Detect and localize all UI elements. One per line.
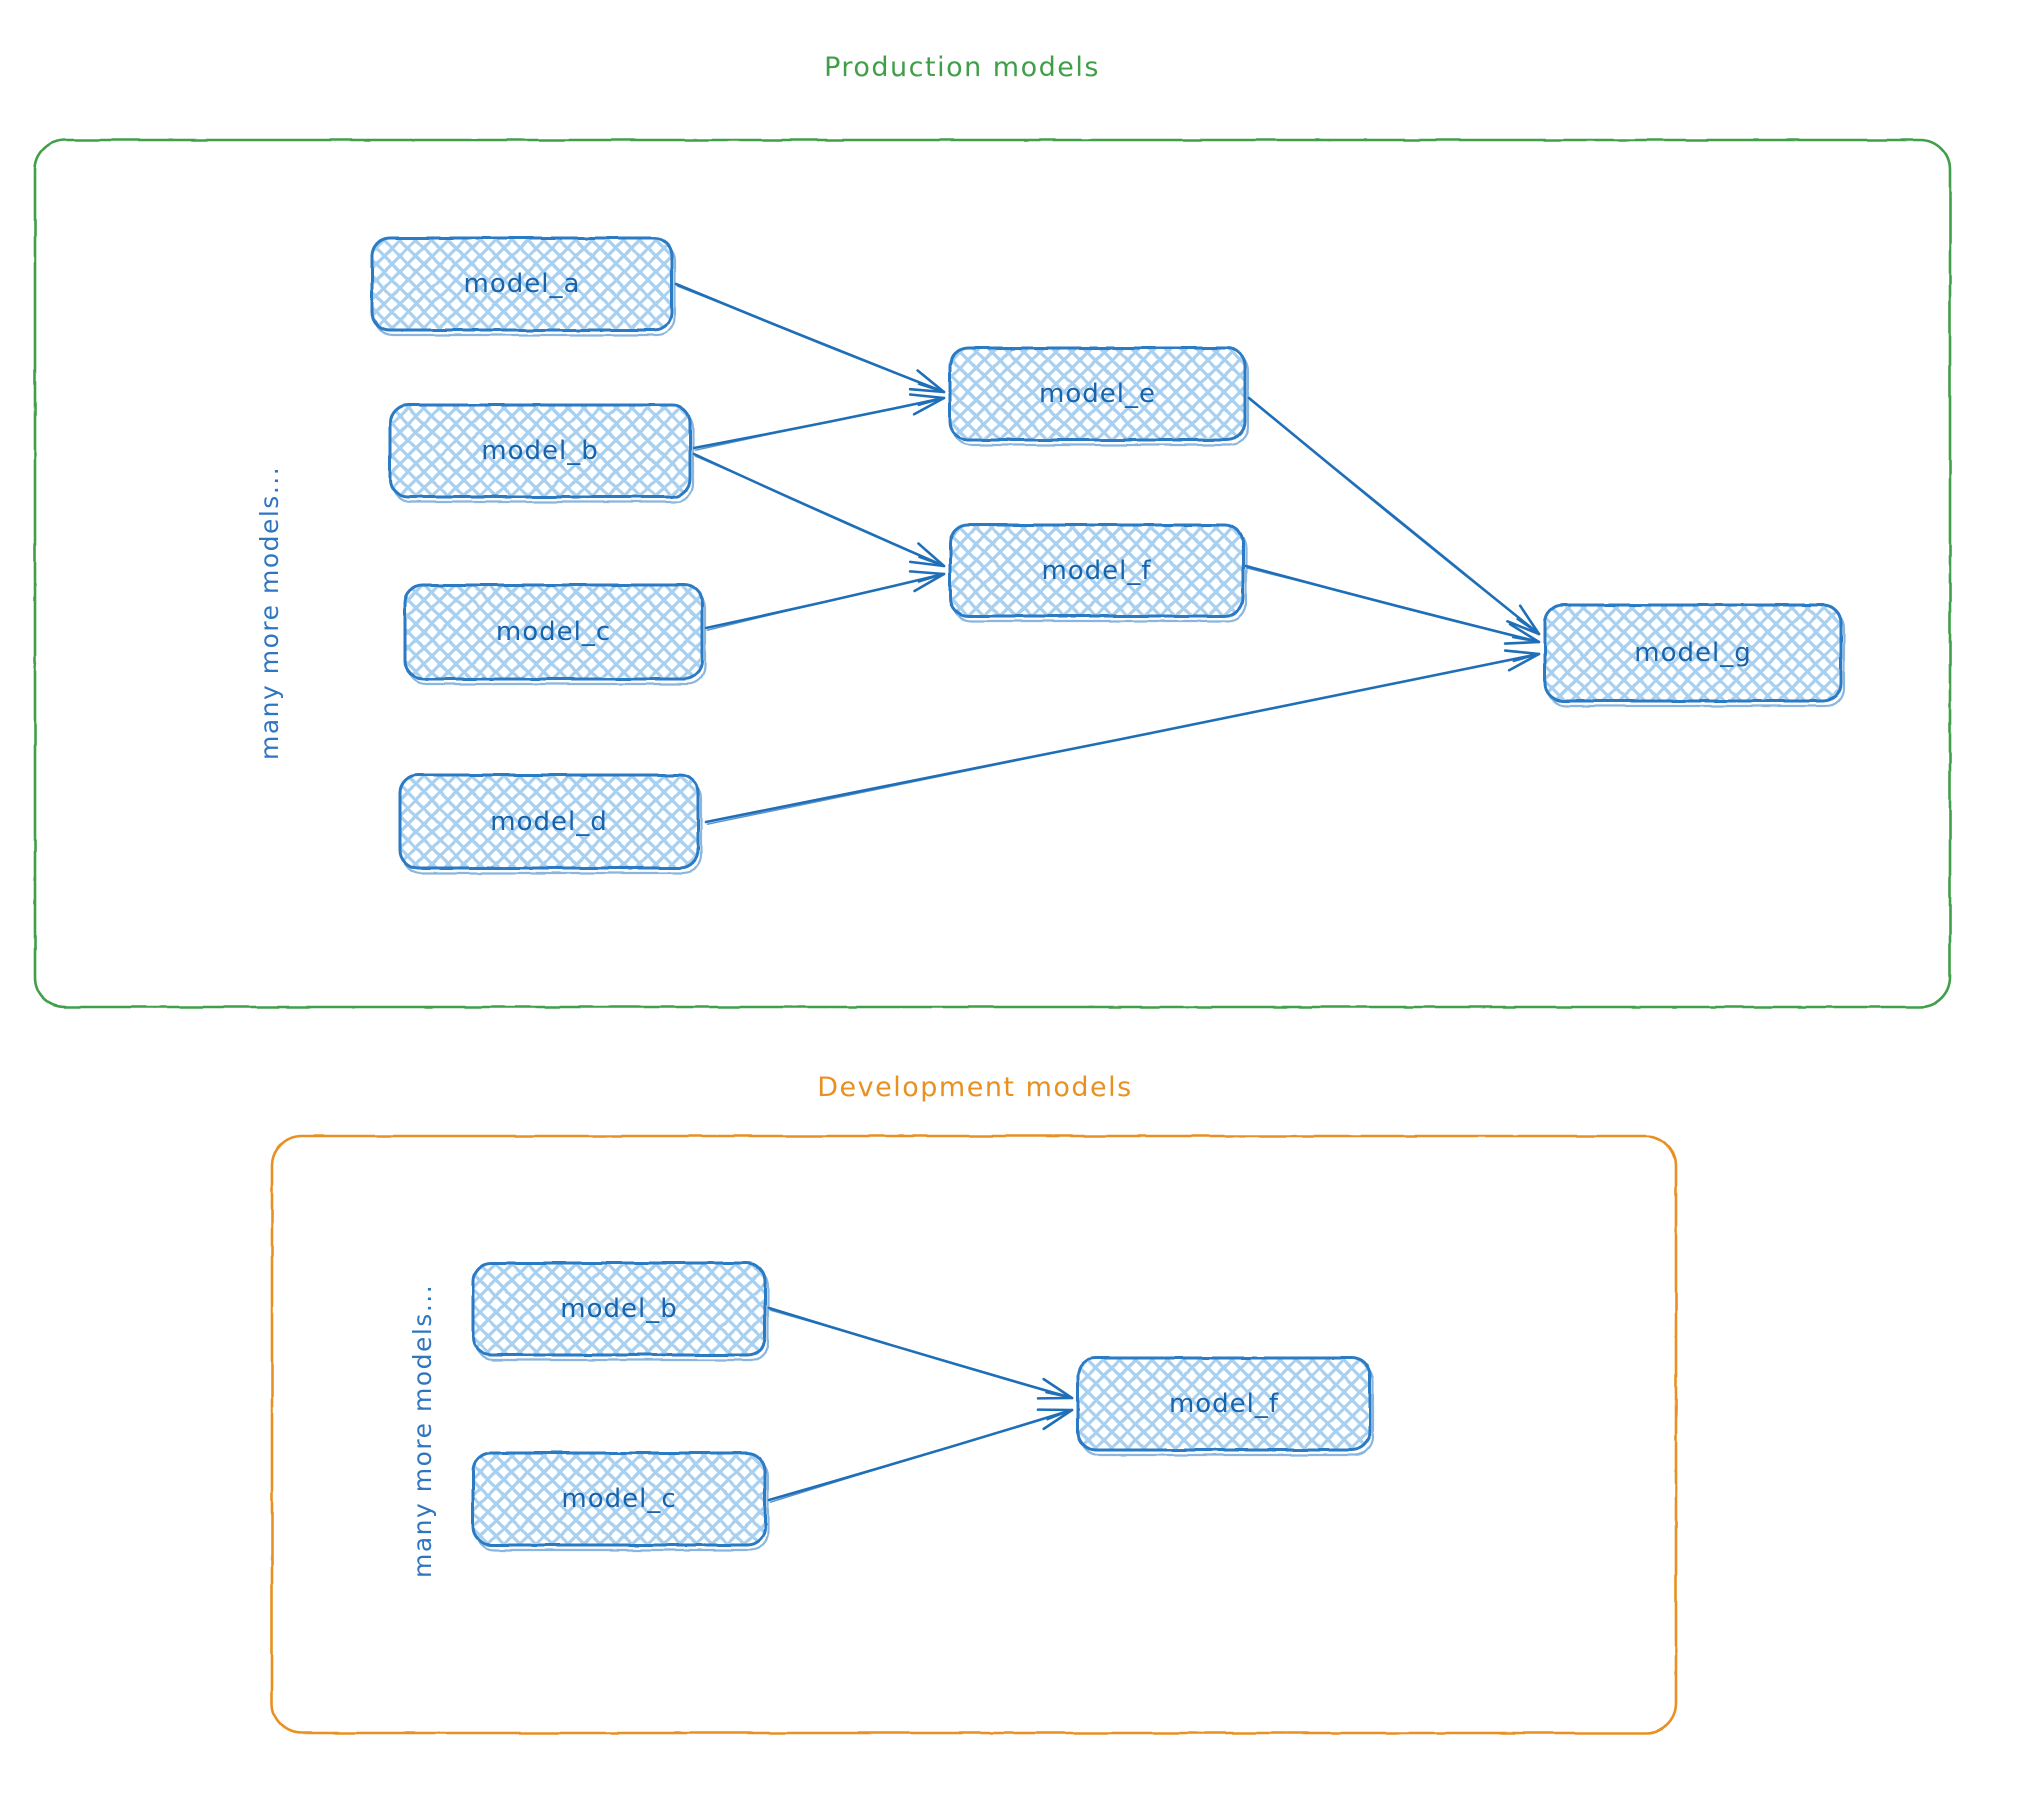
node-box-prod_model_a[interactable]	[370, 236, 674, 332]
side-label-production: many more models...	[255, 465, 284, 760]
group-title-production: Production models	[824, 52, 1100, 83]
node-box-prod_model_f[interactable]	[948, 523, 1245, 618]
edge-prod_model_b-to-prod_model_f	[692, 452, 946, 568]
node-box-prod_model_d[interactable]	[398, 773, 700, 870]
side-label-development: many more models...	[408, 1283, 437, 1578]
node-box-prod_model_g[interactable]	[1543, 603, 1843, 703]
node-box-dev_model_f[interactable]	[1076, 1356, 1372, 1452]
edge-prod_model_f-to-prod_model_g	[1244, 564, 1541, 645]
group-container-outlines	[33, 138, 1952, 1735]
edge-prod_model_b-to-prod_model_e	[692, 393, 946, 451]
node-boxes	[370, 236, 1846, 1552]
group-outline-development	[270, 1134, 1678, 1735]
node-box-prod_model_c[interactable]	[403, 583, 704, 681]
edge-prod_model_e-to-prod_model_g	[1247, 396, 1541, 636]
node-box-prod_model_b[interactable]	[388, 403, 692, 499]
edge-dev_model_c-to-dev_model_f	[767, 1408, 1074, 1503]
node-box-dev_model_b[interactable]	[471, 1261, 767, 1357]
edge-arrows	[674, 282, 1541, 1503]
edge-prod_model_d-to-prod_model_g	[704, 649, 1541, 825]
edge-prod_model_a-to-prod_model_e	[674, 282, 946, 394]
edge-prod_model_c-to-prod_model_f	[704, 570, 946, 631]
node-box-prod_model_e[interactable]	[948, 346, 1247, 442]
group-outline-production	[33, 138, 1952, 1009]
node-box-dev_model_c[interactable]	[471, 1451, 767, 1547]
edge-dev_model_b-to-dev_model_f	[767, 1306, 1074, 1400]
group-title-development: Development models	[817, 1072, 1133, 1103]
